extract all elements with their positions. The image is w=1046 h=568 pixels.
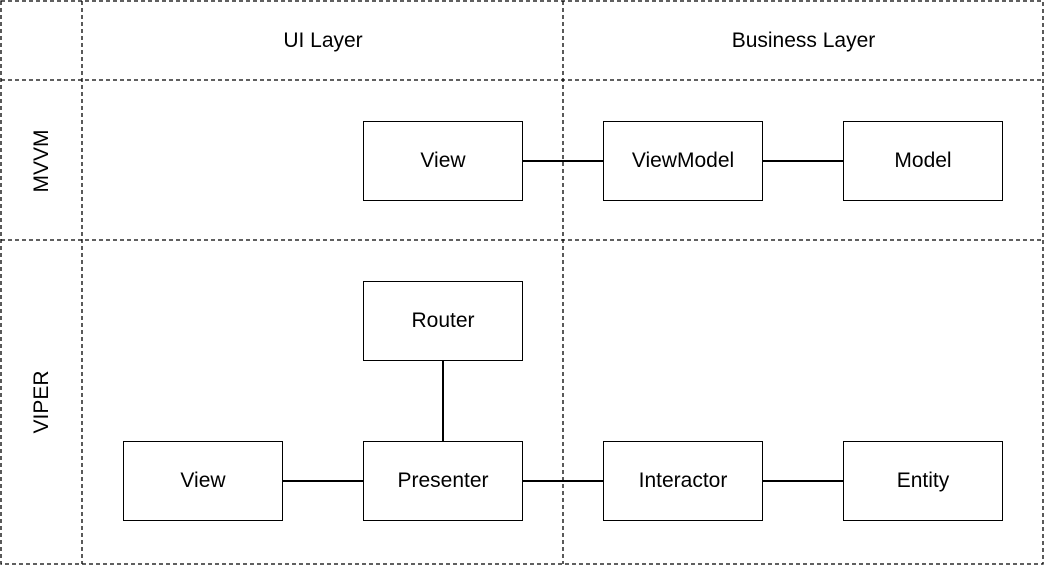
column-header-ui-layer: UI Layer	[283, 29, 363, 52]
mvvm-model-box: Model	[843, 121, 1003, 201]
viper-entity-box: Entity	[843, 441, 1003, 521]
row-label-mvvm: MVVM	[30, 129, 53, 193]
row-label-viper: VIPER	[30, 370, 53, 434]
viper-interactor-box: Interactor	[603, 441, 763, 521]
mvvm-view-box: View	[363, 121, 523, 201]
column-header-business-layer: Business Layer	[731, 29, 876, 52]
viper-router-box: Router	[363, 281, 523, 361]
viper-view-box: View	[123, 441, 283, 521]
mvvm-viewmodel-box: ViewModel	[603, 121, 763, 201]
viper-presenter-box: Presenter	[363, 441, 523, 521]
